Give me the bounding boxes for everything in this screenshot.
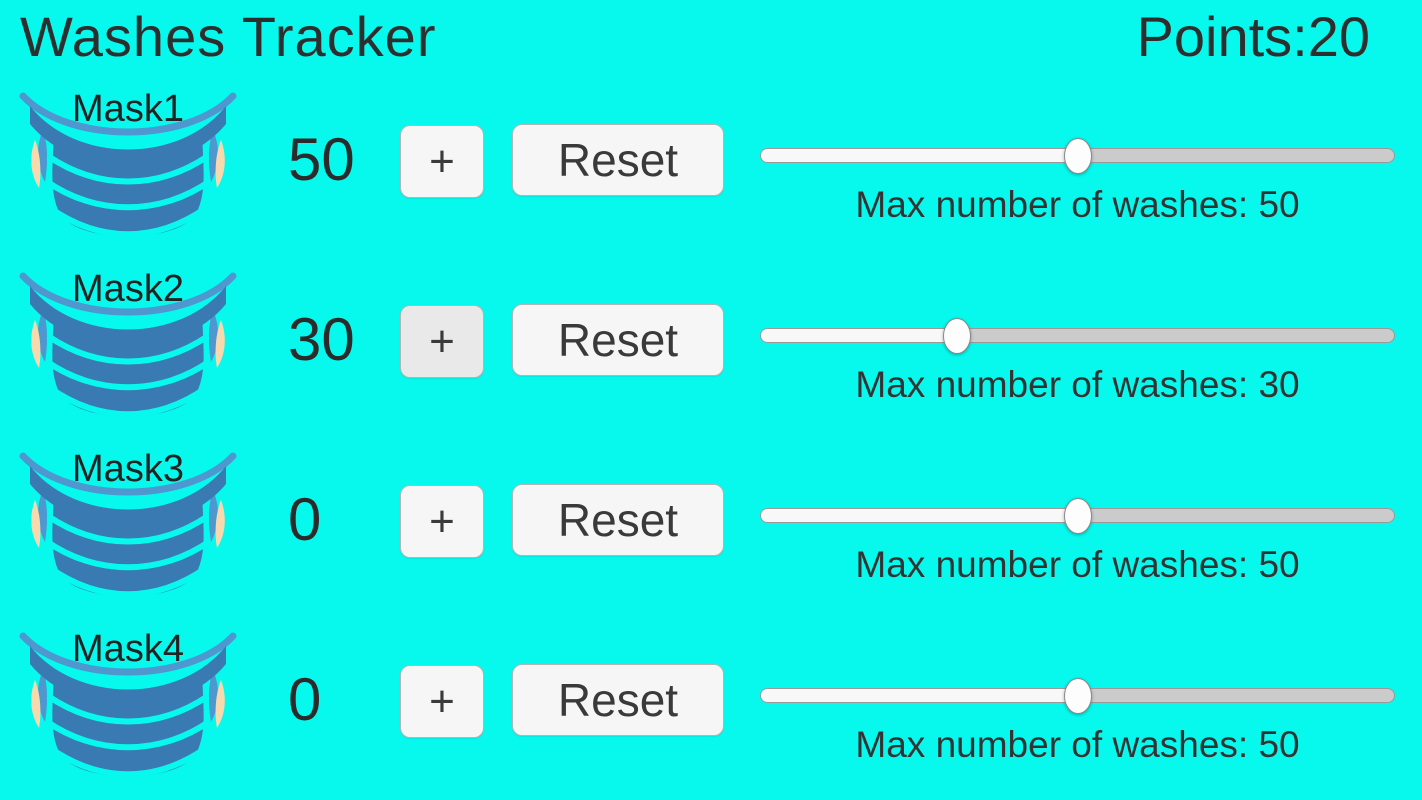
mask-icon-wrap: Mask2 — [10, 262, 246, 426]
slider-thumb[interactable] — [1064, 677, 1092, 714]
slider-fill — [761, 689, 1078, 702]
max-washes-slider[interactable] — [760, 137, 1395, 174]
points-display: Points:20 — [1137, 4, 1371, 69]
mask-icon — [19, 452, 237, 598]
mask-icon-wrap: Mask4 — [10, 622, 246, 786]
max-washes-slider[interactable] — [760, 317, 1395, 354]
mask-icon — [19, 92, 237, 238]
wash-count: 30 — [288, 306, 355, 373]
max-washes-caption: Max number of washes: 50 — [855, 544, 1300, 585]
reset-button[interactable]: Reset — [512, 664, 724, 736]
slider-thumb[interactable] — [1064, 137, 1092, 174]
slider-fill — [761, 329, 951, 342]
increment-button[interactable]: + — [400, 485, 484, 558]
wash-count: 50 — [288, 126, 355, 193]
slider-thumb[interactable] — [1064, 497, 1092, 534]
max-washes-slider[interactable] — [760, 677, 1395, 714]
slider-fill — [761, 149, 1078, 162]
max-washes-slider[interactable] — [760, 497, 1395, 534]
wash-count: 0 — [288, 666, 322, 733]
slider-thumb[interactable] — [943, 317, 971, 354]
reset-button[interactable]: Reset — [512, 484, 724, 556]
mask-row: Mask2 30 + Reset Max number of washes: 3… — [0, 262, 1422, 442]
mask-icon — [19, 632, 237, 778]
points-label: Points: — [1136, 5, 1308, 68]
points-value: 20 — [1307, 5, 1370, 68]
increment-button[interactable]: + — [400, 125, 484, 198]
max-washes-caption: Max number of washes: 50 — [855, 184, 1300, 225]
page-title: Washes Tracker — [20, 5, 437, 68]
slider-fill — [761, 509, 1078, 522]
max-washes-caption: Max number of washes: 30 — [855, 364, 1300, 405]
mask-row: Mask4 0 + Reset Max number of washes: 50 — [0, 622, 1422, 800]
mask-name: Mask3 — [72, 448, 184, 490]
increment-button[interactable]: + — [400, 305, 484, 378]
mask-name: Mask2 — [72, 268, 184, 310]
mask-name: Mask1 — [72, 88, 184, 130]
mask-row: Mask3 0 + Reset Max number of washes: 50 — [0, 442, 1422, 622]
mask-icon-wrap: Mask1 — [10, 82, 246, 246]
reset-button[interactable]: Reset — [512, 124, 724, 196]
mask-row: Mask1 50 + Reset Max number of washes: 5… — [0, 82, 1422, 262]
mask-name: Mask4 — [72, 628, 184, 670]
mask-icon — [19, 272, 237, 418]
wash-count: 0 — [288, 486, 322, 553]
mask-icon-wrap: Mask3 — [10, 442, 246, 606]
reset-button[interactable]: Reset — [512, 304, 724, 376]
max-washes-caption: Max number of washes: 50 — [855, 724, 1300, 765]
increment-button[interactable]: + — [400, 665, 484, 738]
